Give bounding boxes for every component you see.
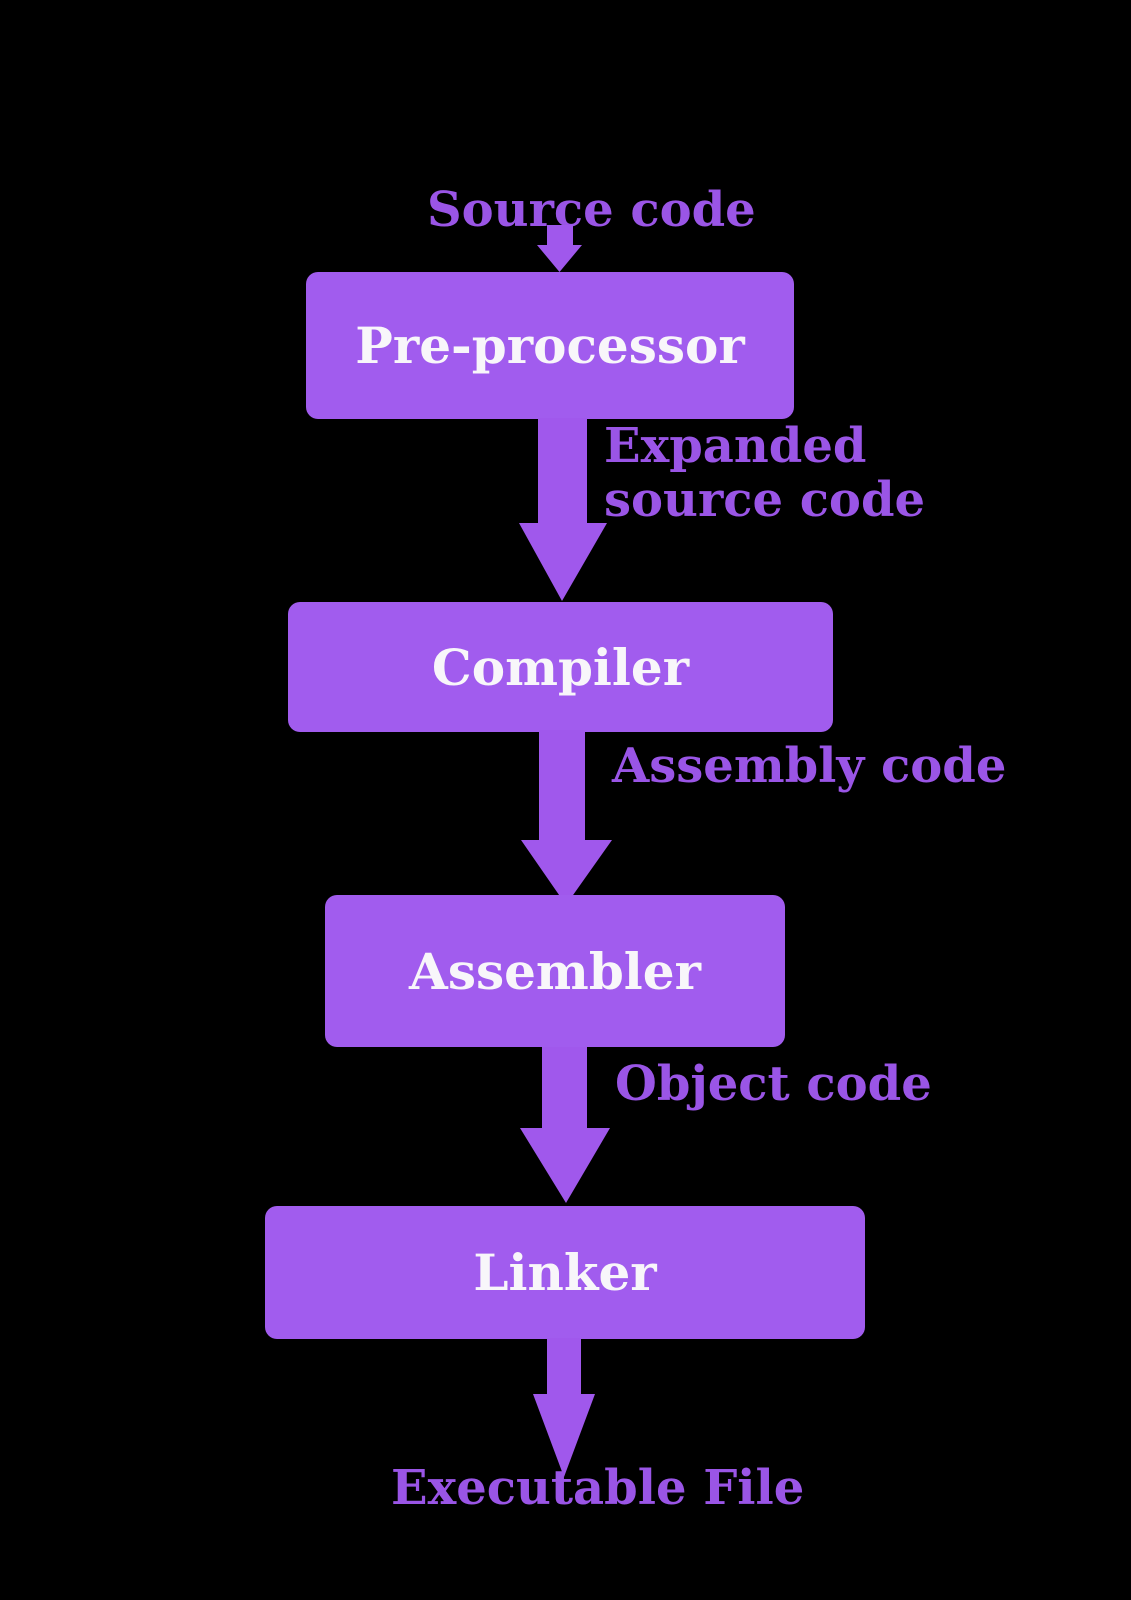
label-source-code: Source code (427, 182, 756, 238)
edge-label-assembly-code: Assembly code (612, 738, 1007, 794)
node-compiler: Compiler (288, 602, 833, 732)
edge-label-expanded-source-code: Expanded source code (604, 418, 926, 528)
label-executable-file: Executable File (391, 1460, 805, 1516)
node-label: Pre-processor (355, 316, 745, 375)
arrow-down-icon (521, 730, 612, 905)
node-assembler: Assembler (325, 895, 785, 1047)
node-label: Linker (473, 1243, 657, 1302)
node-linker: Linker (265, 1206, 865, 1339)
edge-label-object-code: Object code (615, 1056, 932, 1112)
node-label: Assembler (409, 941, 701, 1001)
arrow-down-icon (519, 418, 607, 601)
node-preprocessor: Pre-processor (306, 272, 794, 419)
node-label: Compiler (431, 637, 690, 697)
arrow-down-icon (520, 1047, 610, 1203)
arrow-down-icon (533, 1338, 595, 1477)
arrow-down-icon (537, 225, 582, 272)
